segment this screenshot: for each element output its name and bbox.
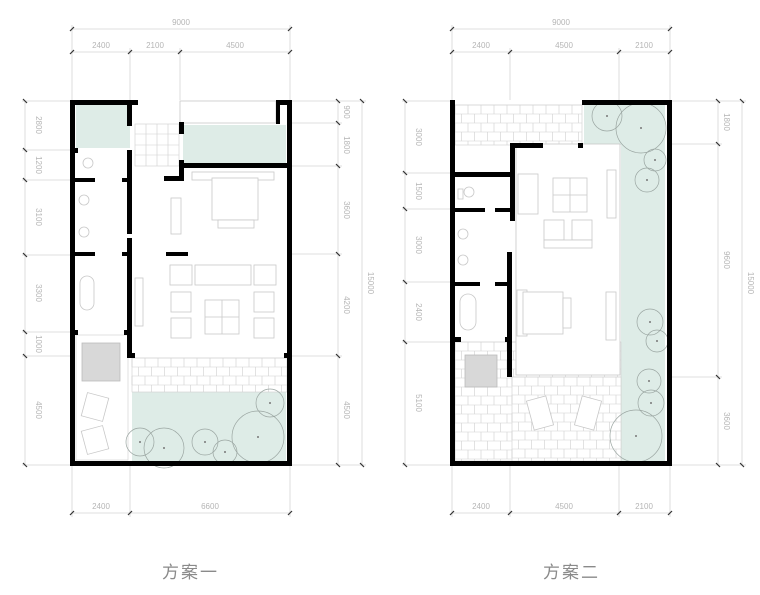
- paving-terrace: [131, 357, 288, 393]
- paving-area: [454, 104, 583, 146]
- bathtub: [459, 293, 477, 331]
- dim-right-3: 3600: [342, 201, 351, 219]
- dim-bottom-2: 4500: [555, 502, 573, 511]
- dim-right-3: 3600: [722, 412, 731, 430]
- garden-east-strip: [621, 145, 665, 461]
- dim-left-5: 5100: [414, 394, 423, 412]
- bottom-dimensions: 2400 4500 2100: [449, 465, 673, 517]
- desk: [170, 197, 182, 235]
- dim-top-2: 2100: [146, 41, 164, 50]
- paving-north-entry: [134, 123, 180, 167]
- bottom-dimensions: 2400 6600: [69, 465, 293, 517]
- dim-right-4: 4200: [342, 296, 351, 314]
- left-dimensions: 2800 1200 3100 3300 1000 4500: [22, 98, 72, 468]
- basin-2: [78, 226, 90, 238]
- dim-left-5: 1000: [34, 335, 43, 353]
- dim-left-1: 3000: [414, 128, 423, 146]
- right-dimensions: 1800 9600 3600 15000: [670, 98, 755, 468]
- garden-courtyard-n: [183, 125, 286, 163]
- paving-north: [454, 104, 583, 146]
- planter-north: [179, 100, 277, 124]
- bathtub: [79, 275, 95, 311]
- lounger-1: [525, 395, 555, 431]
- caption-scheme-2: 方案二: [543, 563, 600, 583]
- dim-top-2: 4500: [555, 41, 573, 50]
- dim-right-1: 900: [342, 105, 351, 119]
- garden-south: [132, 392, 286, 461]
- toilet-tank: [457, 188, 464, 200]
- dim-total-top: 9000: [552, 18, 570, 27]
- top-dimensions: 9000 2400 2100 4500: [69, 18, 293, 100]
- dim-left-1: 2800: [34, 116, 43, 134]
- left-dimensions: 3000 1500 3000 2400 5100: [402, 98, 452, 468]
- dim-right-2: 9600: [722, 251, 731, 269]
- dim-left-3: 3000: [414, 236, 423, 254]
- dim-top-1: 2400: [92, 41, 110, 50]
- walls-scheme-2: [450, 100, 672, 466]
- dim-left-4: 2400: [414, 303, 423, 321]
- garden-courtyard-nw: [76, 105, 130, 148]
- dim-left-4: 3300: [34, 284, 43, 302]
- basin-2: [457, 254, 469, 266]
- lounger-2: [80, 425, 110, 455]
- bed-scheme-2: [516, 289, 617, 341]
- dim-bottom-2: 6600: [201, 502, 219, 511]
- dim-bottom-1: 2400: [92, 502, 110, 511]
- dim-bottom-1: 2400: [472, 502, 490, 511]
- dim-right-total: 15000: [746, 272, 755, 295]
- right-dimensions: 900 1800 3600 4200 4500 15000: [290, 98, 375, 468]
- dim-right-2: 1800: [342, 136, 351, 154]
- dim-right-5: 4500: [342, 401, 351, 419]
- dim-left-2: 1500: [414, 182, 423, 200]
- dim-bottom-3: 2100: [635, 502, 653, 511]
- plan-scheme-1: 9000 2400 2100 4500 2800 1200 3100 3300 …: [22, 18, 375, 517]
- hot-tub-scheme-2: [464, 354, 498, 388]
- dim-top-3: 4500: [226, 41, 244, 50]
- toilet: [82, 157, 94, 169]
- dim-left-2: 1200: [34, 156, 43, 174]
- basin-1: [457, 228, 469, 240]
- walls-scheme-1: [70, 100, 292, 466]
- plan-scheme-2: 9000 2400 4500 2100 3000 1500 3000 2400 …: [402, 18, 755, 517]
- dim-right-total: 15000: [366, 272, 375, 295]
- paving-area: [511, 376, 622, 462]
- dim-top-3: 2100: [635, 41, 653, 50]
- dim-left-3: 3100: [34, 208, 43, 226]
- dim-left-6: 4500: [34, 401, 43, 419]
- dim-right-1: 1800: [722, 113, 731, 131]
- caption-scheme-1: 方案一: [162, 563, 219, 583]
- bed-scheme-1: [191, 171, 275, 229]
- lounger-1: [80, 392, 110, 422]
- paving-area: [131, 357, 288, 393]
- top-dimensions: 9000 2400 4500 2100: [449, 18, 673, 100]
- hot-tub-scheme-1: [81, 342, 121, 382]
- garden-ne: [584, 105, 665, 145]
- lounger-2: [573, 395, 603, 431]
- living-furniture-scheme-1: [134, 264, 277, 339]
- living-furniture-scheme-2: [517, 169, 617, 249]
- toilet: [463, 186, 475, 198]
- dim-total-top: 9000: [172, 18, 190, 27]
- basin-1: [78, 194, 90, 206]
- dim-top-1: 2400: [472, 41, 490, 50]
